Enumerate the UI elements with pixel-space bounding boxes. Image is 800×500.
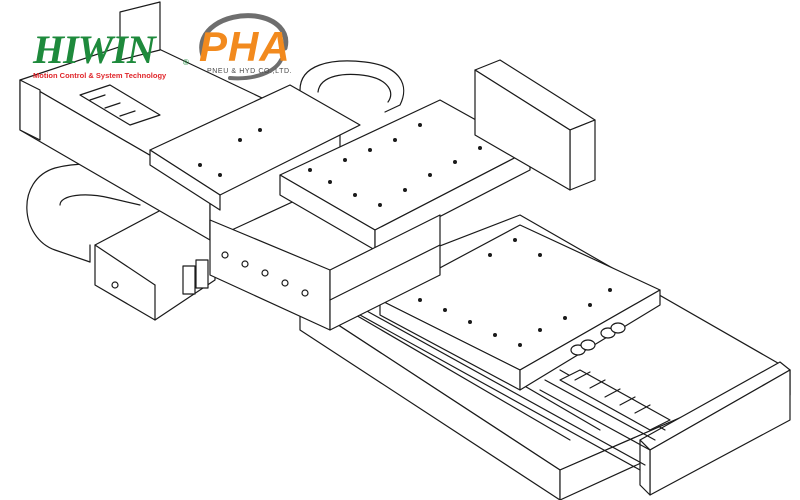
hiwin-wordmark: HIWIN bbox=[33, 27, 156, 72]
hiwin-logo: HIWIN ® Motion Control & System Technolo… bbox=[33, 30, 193, 82]
upper-magnet-track bbox=[79, 84, 161, 126]
lower-axis-rails bbox=[359, 309, 666, 471]
lower-carriage-holes bbox=[418, 238, 612, 347]
pha-ring-icon bbox=[199, 13, 289, 81]
cross-beam-holes bbox=[221, 251, 309, 297]
hiwin-tagline: Motion Control & System Technology bbox=[33, 71, 167, 80]
lower-axis-end-plate bbox=[639, 361, 791, 496]
pha-wordmark: PHA bbox=[199, 23, 291, 70]
registered-mark: ® bbox=[183, 58, 189, 67]
upper-axis-end-plate-left bbox=[19, 1, 161, 141]
stoppers bbox=[570, 322, 626, 356]
pha-subtitle: PNEU & HYD CO.,LTD. bbox=[207, 68, 293, 75]
upper-carriage bbox=[149, 84, 531, 251]
cross-beam bbox=[209, 214, 441, 331]
upper-carriage-holes bbox=[198, 123, 482, 207]
right-upper-end bbox=[474, 59, 596, 191]
magnet-track bbox=[559, 369, 671, 431]
pha-logo: PHA PNEU & HYD CO.,LTD. bbox=[185, 8, 295, 88]
